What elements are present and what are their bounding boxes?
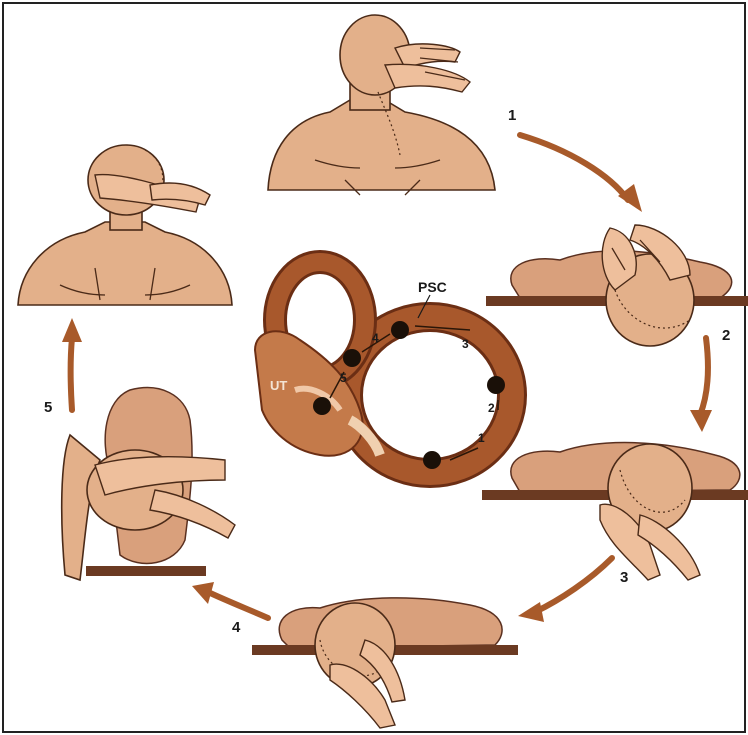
arrow-step-5 bbox=[71, 338, 73, 410]
ut-label: UT bbox=[270, 378, 287, 393]
figure-step-4-side-lying bbox=[252, 598, 518, 728]
ear-path-number-4: 4 bbox=[372, 331, 379, 345]
ear-path-number-1: 1 bbox=[478, 431, 485, 445]
arrow-step-4 bbox=[208, 592, 268, 618]
step-label-1: 1 bbox=[508, 107, 516, 124]
step-label-2: 2 bbox=[722, 327, 730, 344]
ear-path-number-2: 2 bbox=[488, 401, 495, 415]
otoconia-4 bbox=[343, 349, 361, 367]
arrow-step-1 bbox=[520, 135, 628, 200]
figure-step-1-seated bbox=[268, 15, 495, 195]
ear-path-number-3: 3 bbox=[462, 337, 469, 351]
step-label-3: 3 bbox=[620, 569, 628, 586]
otoconia-5 bbox=[313, 397, 331, 415]
step-label-4: 4 bbox=[232, 619, 241, 636]
figure-step-5-sitting-up bbox=[62, 388, 235, 580]
arrow-step-3 bbox=[535, 558, 612, 612]
figure-step-5-seated-final bbox=[18, 145, 232, 305]
otoconia-3 bbox=[391, 321, 409, 339]
ear-path-number-5: 5 bbox=[340, 371, 347, 385]
inner-ear-diagram: PSC UT 1 2 3 4 5 bbox=[255, 262, 512, 473]
arrow-step-2 bbox=[700, 338, 708, 415]
otoconia-1 bbox=[423, 451, 441, 469]
figure-step-2-supine bbox=[486, 225, 748, 346]
figure-step-3-supine bbox=[482, 443, 748, 580]
psc-label: PSC bbox=[418, 279, 447, 295]
otoconia-2 bbox=[487, 376, 505, 394]
step-label-5: 5 bbox=[44, 399, 52, 416]
